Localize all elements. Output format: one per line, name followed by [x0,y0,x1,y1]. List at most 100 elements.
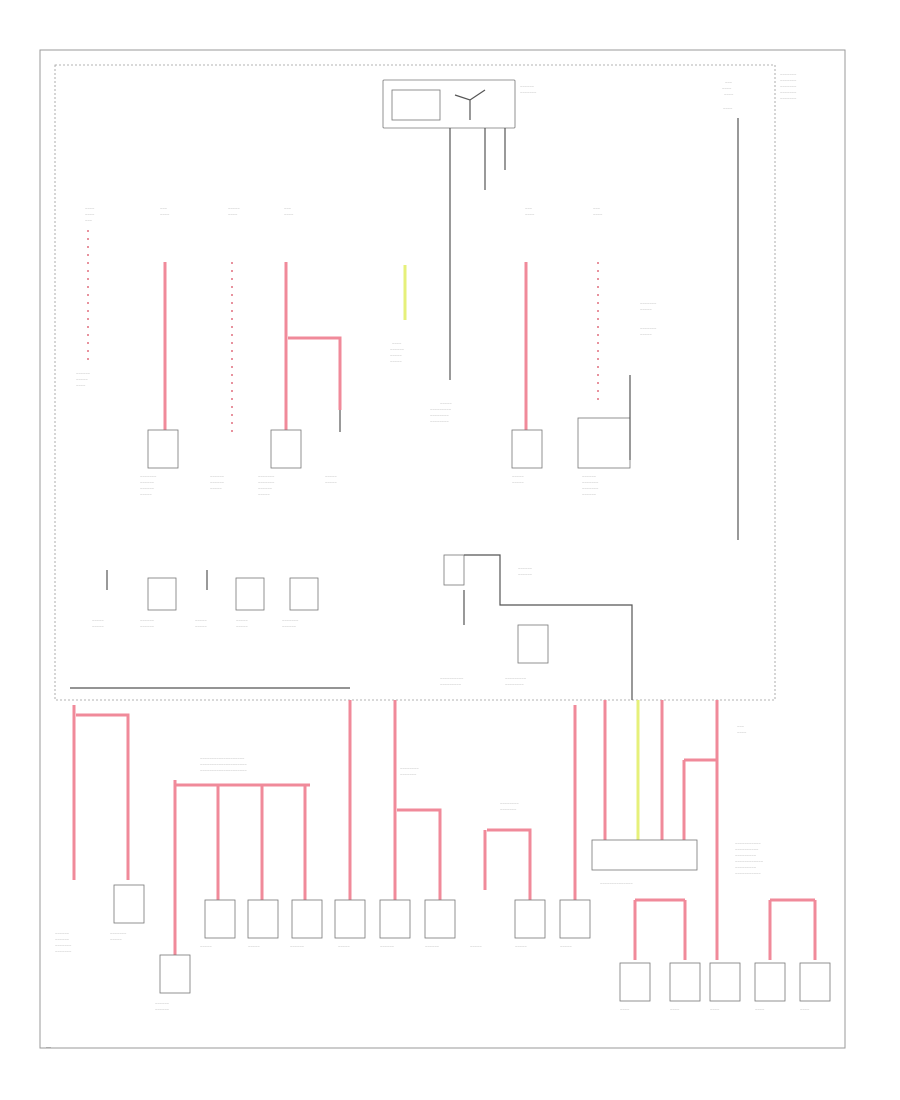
diagram-frame [39,49,846,1049]
svg-text:~~~~~~: ~~~~~~ [155,1007,170,1012]
module-bottom-2 [669,962,701,1002]
svg-text:~~~~~~~: ~~~~~~~ [640,326,657,331]
module-top-4 [577,417,631,469]
svg-text:~~~~: ~~~~ [85,206,95,211]
top-circuit-5-yellow: ~~~~ ~~~~~~ ~~~~~ ~~~~~ [390,265,407,364]
top-circuit-1: ~~~~ ~~~~ ~~~ ~~~~~~ ~~~~~ ~~~~ [76,206,95,388]
svg-text:~~~~~~: ~~~~~~ [582,474,597,479]
svg-text:~~~~~: ~~~~~ [92,624,104,629]
svg-text:~~~: ~~~ [725,80,733,85]
top-circuit-8: ~~~ ~~~~ ~~~~~~~ ~~~~~ ~~~~~~~ ~~~~~ ~~~… [577,206,657,497]
module-top-1 [147,429,179,469]
svg-text:~~~~~: ~~~~~ [325,480,337,485]
lower-circuit-4: ~~~~~ [334,700,366,949]
svg-text:~~~~~~~~~~~~: ~~~~~~~~~~~~ [735,859,764,864]
svg-text:~~~~~~~~: ~~~~~~~~ [430,419,449,424]
svg-text:~~~: ~~~ [284,206,292,211]
svg-text:~~~~~~~~: ~~~~~~~~ [430,413,449,418]
svg-text:~~~~: ~~~~ [593,212,603,217]
svg-text:~~~~~: ~~~~~ [640,307,652,312]
svg-text:~~~~~: ~~~~~ [110,937,122,942]
module-bottom-3 [709,962,741,1002]
svg-text:~~~~: ~~~~ [670,1007,680,1012]
svg-text:~~~: ~~~ [525,206,533,211]
svg-text:~~~~: ~~~~ [710,1007,720,1012]
module-lower-3 [204,899,236,939]
svg-text:~~~~~~~: ~~~~~~~ [400,772,417,777]
svg-text:~~~~~: ~~~~~ [390,353,402,358]
svg-text:~~~~~~~: ~~~~~~~ [780,84,797,89]
module-lower-10 [559,899,591,939]
mid-relay-3 [289,577,319,611]
svg-text:~~~~~~: ~~~~~~ [425,944,440,949]
svg-text:~~~~: ~~~~ [228,212,238,217]
lower-circuit-6: ~~~~~~~~ ~~~~~~~ ~~~~~ ~~~~~ ~~~~~ [470,705,591,949]
svg-text:~~~~~~: ~~~~~~ [520,84,535,89]
svg-text:~~~~~~~~: ~~~~~~~~ [505,682,524,687]
svg-text:~~~~~~~: ~~~~~~~ [258,474,275,479]
svg-text:~~~~~~~~~~~: ~~~~~~~~~~~ [735,841,761,846]
svg-text:~~~~~: ~~~~~ [325,474,337,479]
svg-text:~~~: ~~~ [737,724,745,729]
lower-circuit-3: ~~~~~ ~~~~~ ~~~~~~ [200,785,323,949]
svg-text:~~~~: ~~~~ [755,1007,765,1012]
svg-text:~~~~~~~~: ~~~~~~~~ [500,801,519,806]
top-circuit-7: ~~~ ~~~~ ~~~~~ ~~~~~ [511,206,543,485]
top-circuit-4: ~~~ ~~~~ ~~~~~~~ ~~~~~~~ ~~~~~~ ~~~~~ ~~… [258,206,342,497]
svg-text:~~~~~~: ~~~~~~ [140,480,155,485]
svg-text:~~~~~~~: ~~~~~~~ [258,480,275,485]
svg-text:~~~~~~~: ~~~~~~~ [520,90,537,95]
svg-text:~~~~~~~~~~~~~~~~~~~: ~~~~~~~~~~~~~~~~~~~ [200,756,245,761]
top-circuit-3: ~~~~~ ~~~~ ~~~~~~ ~~~~~~ ~~~~~ [210,206,240,491]
svg-text:~~~~~: ~~~~~ [258,492,270,497]
corner-tag: — [46,1045,51,1051]
module-top-2 [270,429,302,469]
svg-text:~~~~~~~~~: ~~~~~~~~~ [505,676,527,681]
svg-text:~~~~~~: ~~~~~~ [210,480,225,485]
svg-text:~~~~~~: ~~~~~~ [582,492,597,497]
svg-text:~~~~~~~~~~: ~~~~~~~~~~ [440,676,464,681]
svg-text:~~~~~~~: ~~~~~~~ [55,949,72,954]
svg-text:~~~~~: ~~~~~ [338,944,350,949]
svg-text:~~~~~: ~~~~~ [440,401,452,406]
svg-text:~~~~~~: ~~~~~~ [155,1001,170,1006]
svg-text:~~~~~~~~~~~~~~~~~~~~: ~~~~~~~~~~~~~~~~~~~~ [200,768,247,773]
svg-text:~~~: ~~~ [160,206,168,211]
svg-text:~~~~~: ~~~~~ [515,944,527,949]
svg-text:~~~~~: ~~~~~ [640,332,652,337]
svg-text:~~~~~~: ~~~~~~ [76,371,91,376]
svg-text:~~~~: ~~~~ [160,212,170,217]
svg-text:~~~~~: ~~~~~ [140,492,152,497]
svg-text:~~~~~: ~~~~~ [228,206,240,211]
svg-text:~~~~~: ~~~~~ [76,377,88,382]
battery-feed-right: ~~~ ~~~~ ~~~~ ~~~~ ~~~~~~~ ~~~~~~~ ~~~~~… [722,72,797,540]
mid-relay-1 [147,577,177,611]
svg-text:~~~~~~: ~~~~~~ [518,566,533,571]
svg-text:~~~~~: ~~~~~ [195,618,207,623]
svg-text:~~~~~~: ~~~~~~ [140,624,155,629]
module-lower-4 [247,899,279,939]
svg-text:~~~~~: ~~~~~ [200,944,212,949]
svg-text:~~~~~: ~~~~~ [210,486,222,491]
svg-text:~~~~~: ~~~~~ [236,618,248,623]
svg-text:~~~~~~: ~~~~~~ [55,931,70,936]
svg-text:~~~~: ~~~~ [620,1007,630,1012]
module-top-3 [511,429,543,469]
svg-text:~~~~~~~: ~~~~~~~ [582,486,599,491]
svg-text:~~~~~~: ~~~~~~ [290,944,305,949]
svg-text:~~~~: ~~~~ [284,212,294,217]
svg-text:~~~~: ~~~~ [525,212,535,217]
module-lower-1 [113,884,145,924]
center-fuse [517,624,549,664]
top-circuit-6: ~~~~~ ~~~~~~~~~ ~~~~~~~~ ~~~~~~~~ [430,265,452,424]
svg-text:~~~~~~~: ~~~~~~~ [282,618,299,623]
svg-text:~~~~: ~~~~ [392,341,402,346]
svg-text:~~~~: ~~~~ [737,730,747,735]
module-lower-2 [159,954,191,994]
svg-text:~~~~~~~: ~~~~~~~ [780,78,797,83]
fuse-block-boundary [54,64,776,701]
svg-text:~~~~~: ~~~~~ [236,624,248,629]
mid-relay-2 [235,577,265,611]
svg-text:~~~~~~: ~~~~~~ [258,486,273,491]
